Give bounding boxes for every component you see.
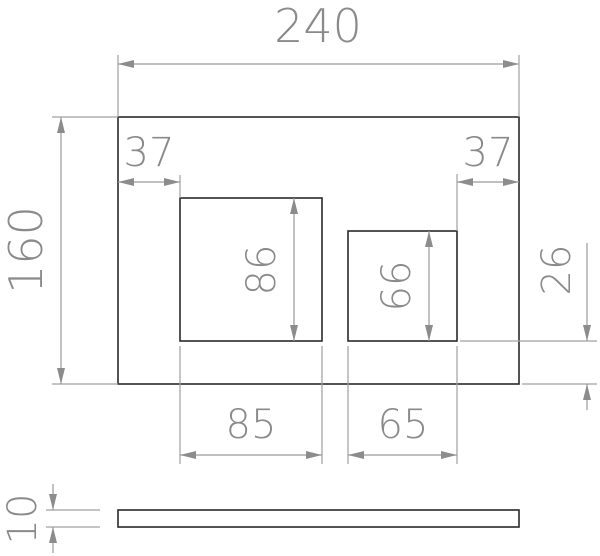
left-opening <box>179 197 323 342</box>
dimension-overall-width: 240 <box>117 0 520 117</box>
right-opening <box>347 230 458 342</box>
right-opening-width-label: 65 <box>378 402 429 448</box>
left-opening-height-label: 86 <box>239 245 285 296</box>
dimension-left-opening-height: 86 <box>239 198 298 341</box>
left-margin-label: 37 <box>124 130 175 176</box>
dimension-thickness: 10 <box>0 484 100 553</box>
left-opening-width-label: 85 <box>226 402 277 448</box>
dimension-overall-height: 160 <box>0 116 118 385</box>
dimension-right-opening-height: 66 <box>374 231 433 341</box>
dimension-right-margin: 37 <box>456 130 519 231</box>
overall-width-label: 240 <box>274 0 362 53</box>
thickness-label: 10 <box>0 494 46 545</box>
plate-side-view <box>117 509 520 528</box>
dimension-left-margin: 37 <box>118 130 181 198</box>
overall-height-label: 160 <box>0 206 53 294</box>
dimension-right-opening-bottom-offset: 26 <box>460 243 597 410</box>
right-opening-height-label: 66 <box>374 261 420 312</box>
dimension-left-opening-width: 85 <box>179 346 323 464</box>
dimension-right-opening-width: 65 <box>347 346 458 464</box>
bottom-offset-label: 26 <box>534 245 580 296</box>
right-margin-label: 37 <box>463 130 514 176</box>
